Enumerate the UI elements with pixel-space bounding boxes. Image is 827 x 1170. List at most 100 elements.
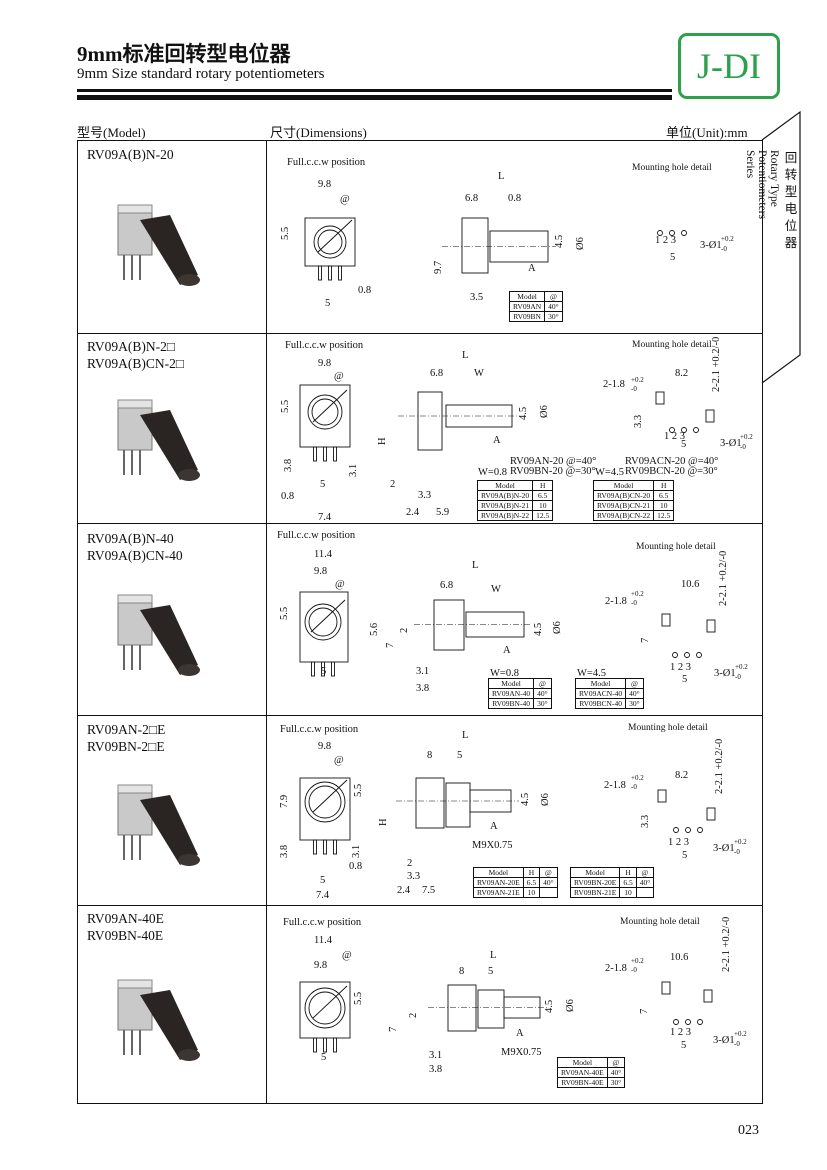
dimension-label: 7.4 xyxy=(318,512,332,523)
spec-table-cell: 6.5 xyxy=(532,490,554,501)
view-heading: Full.c.c.w position xyxy=(277,530,356,541)
dimension-label: Ø6 xyxy=(540,793,551,806)
dimension-label: 2-2.1 +0.2/-0 xyxy=(714,738,725,794)
dimension-label: L xyxy=(490,950,497,961)
dimension-label: 5 xyxy=(320,479,326,490)
dimension-label: 3-Ø1 xyxy=(720,438,742,449)
dimension-label: Ø6 xyxy=(565,999,576,1012)
dimension-label: A xyxy=(490,821,498,832)
dimension-label: 5.5 xyxy=(279,606,290,620)
dimension-label: -0 xyxy=(631,599,637,607)
dimension-label: 2-1.8 xyxy=(604,780,626,791)
spec-table-cell: 30° xyxy=(533,698,552,709)
dimension-label: 2-2.1 +0.2/-0 xyxy=(718,550,729,606)
mounting-hole-heading: Mounting hole detail xyxy=(632,163,712,173)
dimension-label: 7.4 xyxy=(316,890,330,901)
dimension-label: -0 xyxy=(734,1040,740,1048)
model-name: RV09BN-40E xyxy=(87,928,164,943)
dimension-label: RV09BCN-20 @=30° xyxy=(625,466,718,477)
dimension-label: Ø6 xyxy=(539,405,550,418)
dimension-label: W xyxy=(474,368,484,379)
side-tab-series-label: Rotary Type Potentiometers Series xyxy=(744,150,780,219)
dimension-label: 5 xyxy=(325,298,331,309)
dimension-label: 11.4 xyxy=(314,549,332,560)
model-name: RV09AN-40E xyxy=(87,911,164,926)
spec-table-cell: RV09AN-40 xyxy=(487,688,535,699)
dimension-label: A xyxy=(493,435,501,446)
brand-logo: J-DI xyxy=(678,33,780,99)
mounting-hole-heading: Mounting hole detail xyxy=(632,340,712,350)
spec-table-cell: 10 xyxy=(619,887,637,898)
dimension-label: -0 xyxy=(735,673,741,681)
mounting-hole-heading: Mounting hole detail xyxy=(620,917,700,927)
dimension-label: 4.5 xyxy=(520,792,531,806)
dimension-label: 4.5 xyxy=(544,999,555,1013)
dimension-label: 7 xyxy=(385,642,396,648)
dimension-label: 5.5 xyxy=(280,226,291,240)
spec-table-cell: RV09BCN-40 xyxy=(574,698,627,709)
spec-table-cell: 40° xyxy=(635,877,655,888)
dimension-label: 5.9 xyxy=(436,507,450,518)
dimension-label: A xyxy=(503,645,511,656)
side-tab-char: 回 xyxy=(784,151,798,165)
spec-table-header: Model xyxy=(557,1057,608,1068)
dimension-label: 5 xyxy=(681,439,687,450)
dimension-label: Ø6 xyxy=(552,621,563,634)
spec-table-header: @ xyxy=(625,678,644,689)
dimension-label: 2 xyxy=(408,1012,419,1018)
dimension-label: 5 xyxy=(681,1040,687,1051)
dimension-label: 3.3 xyxy=(407,871,421,882)
dimension-label: 5 xyxy=(457,750,463,761)
dimension-label: 11.4 xyxy=(314,935,332,946)
row-divider xyxy=(77,333,763,334)
spec-table-cell: 40° xyxy=(606,1067,626,1078)
dimension-label: Ø6 xyxy=(575,237,586,250)
dimension-label: +0.2 xyxy=(734,1030,747,1038)
model-name: RV09A(B)CN-40 xyxy=(87,548,183,563)
dimension-label: 0.8 xyxy=(349,861,363,872)
spec-table-cell: 12.5 xyxy=(653,510,675,521)
spec-table-cell xyxy=(539,887,558,898)
spec-table-cell: RV09A(B)CN-20 xyxy=(592,490,655,501)
spec-table-cell: RV09A(B)N-20 xyxy=(476,490,534,501)
dimension-label: 5.5 xyxy=(280,399,291,413)
dimension-label: 5 xyxy=(321,1052,327,1063)
dimension-label: @ xyxy=(342,950,352,961)
spec-table-cell: RV09A(B)CN-22 xyxy=(592,510,655,521)
view-heading: Full.c.c.w position xyxy=(285,340,364,351)
spec-table-header: Model xyxy=(508,291,546,302)
dimension-label: 10.6 xyxy=(681,579,700,590)
spec-table-header: Model xyxy=(476,480,534,491)
spec-table-header: Model xyxy=(473,867,524,878)
dimension-label: 1 2 3 xyxy=(670,1027,691,1038)
spec-table-cell: RV09AN-20E xyxy=(473,877,524,888)
dimension-label: 3-Ø1 xyxy=(713,1035,735,1046)
dimension-label: +0.2 xyxy=(631,590,644,598)
dimension-label: 2.4 xyxy=(397,885,411,896)
dimension-label: 4.5 xyxy=(533,622,544,636)
spec-table-cell xyxy=(635,887,655,898)
dimension-label: 2-1.8 xyxy=(605,963,627,974)
spec-table-cell: 10 xyxy=(653,500,675,511)
dimension-label: A xyxy=(528,263,536,274)
dimension-label: 3.1 xyxy=(351,844,362,858)
header-rule-thick xyxy=(77,95,672,100)
dimension-label: -0 xyxy=(721,245,727,253)
dimension-label: 0.8 xyxy=(281,491,295,502)
dimension-label: 1 2 3 xyxy=(668,837,689,848)
page-subtitle: 9mm Size standard rotary potentiometers xyxy=(77,66,325,82)
dimension-label: -0 xyxy=(740,443,746,451)
view-heading: Full.c.c.w position xyxy=(280,724,359,735)
dimension-label: -0 xyxy=(631,783,637,791)
